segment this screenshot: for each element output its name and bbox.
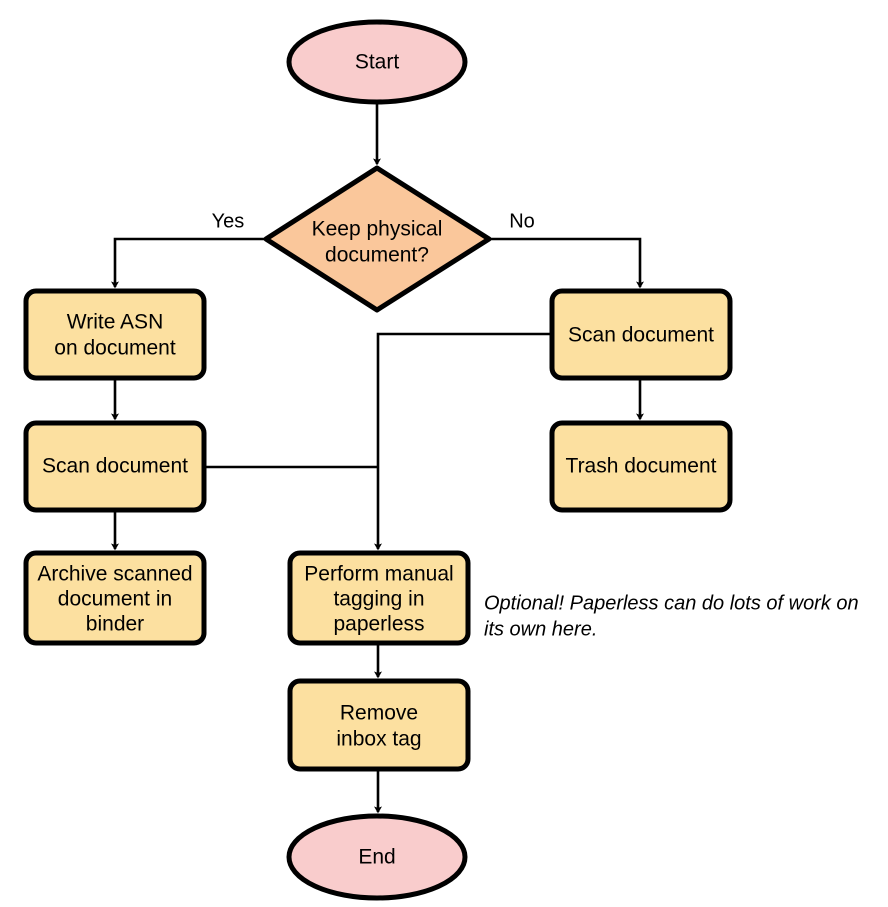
node-decision-shape[interactable] [263, 165, 492, 313]
node-archive-label-line1: Archive scanned [37, 563, 192, 586]
node-scan-document-left[interactable]: Scan document [23, 420, 207, 513]
edge-label-yes: Yes [212, 210, 245, 232]
node-scan-document-right-label: Scan document [568, 324, 714, 347]
node-trash-shape[interactable] [549, 420, 733, 513]
node-write-asn[interactable]: Write ASN on document [23, 288, 207, 381]
node-remove-inbox-shape[interactable] [287, 678, 471, 772]
node-remove-inbox-label-line2: inbox tag [336, 728, 421, 751]
node-tagging-label-line3: paperless [333, 613, 424, 636]
node-start[interactable]: Start [286, 19, 468, 105]
node-scan-document-left-shape[interactable] [23, 420, 207, 513]
node-archive-label-line2: document in [58, 588, 172, 611]
node-decision-label-line2: document? [325, 244, 429, 267]
node-decision-keep-physical-document[interactable]: Keep physical document? [263, 165, 492, 313]
node-tagging-label-line2: tagging in [333, 588, 424, 611]
annotation-optional-note-line2: its own here. [484, 618, 597, 640]
annotation-optional-note: Optional! Paperless can do lots of work … [484, 592, 859, 640]
node-scan-document-left-label: Scan document [42, 455, 188, 478]
node-perform-manual-tagging[interactable]: Perform manual tagging in paperless [287, 550, 471, 646]
node-end-label: End [358, 846, 395, 869]
node-tagging-shape[interactable] [287, 550, 471, 646]
node-archive-scanned-document[interactable]: Archive scanned document in binder [23, 550, 207, 646]
annotation-optional-note-line1: Optional! Paperless can do lots of work … [484, 592, 859, 614]
node-remove-inbox-label-line1: Remove [340, 702, 418, 725]
edge-decision-yes-to-write-asn [111, 237, 266, 289]
node-remove-inbox-tag[interactable]: Remove inbox tag [287, 678, 471, 772]
node-start-shape[interactable] [286, 19, 468, 105]
edge-label-layer: Yes No [212, 210, 535, 232]
node-decision-label-line1: Keep physical [312, 218, 443, 241]
node-write-asn-label-line2: on document [54, 337, 176, 360]
node-trash-document[interactable]: Trash document [549, 420, 733, 513]
node-write-asn-shape[interactable] [23, 288, 207, 381]
edge-decision-no-to-scan-right [489, 237, 644, 289]
node-scan-document-right[interactable]: Scan document [549, 288, 733, 381]
node-trash-label: Trash document [566, 455, 717, 478]
node-scan-document-right-shape[interactable] [549, 288, 733, 381]
node-end-shape[interactable] [286, 813, 468, 901]
node-archive-shape[interactable] [23, 550, 207, 646]
node-write-asn-label-line1: Write ASN [67, 311, 163, 334]
edge-scan-right-to-tagging [374, 332, 552, 551]
node-end[interactable]: End [286, 813, 468, 901]
node-start-label: Start [355, 51, 400, 74]
connector-layer [111, 102, 644, 814]
edge-label-no: No [509, 210, 535, 232]
node-archive-label-line3: binder [86, 613, 144, 636]
node-tagging-label-line1: Perform manual [304, 563, 453, 586]
